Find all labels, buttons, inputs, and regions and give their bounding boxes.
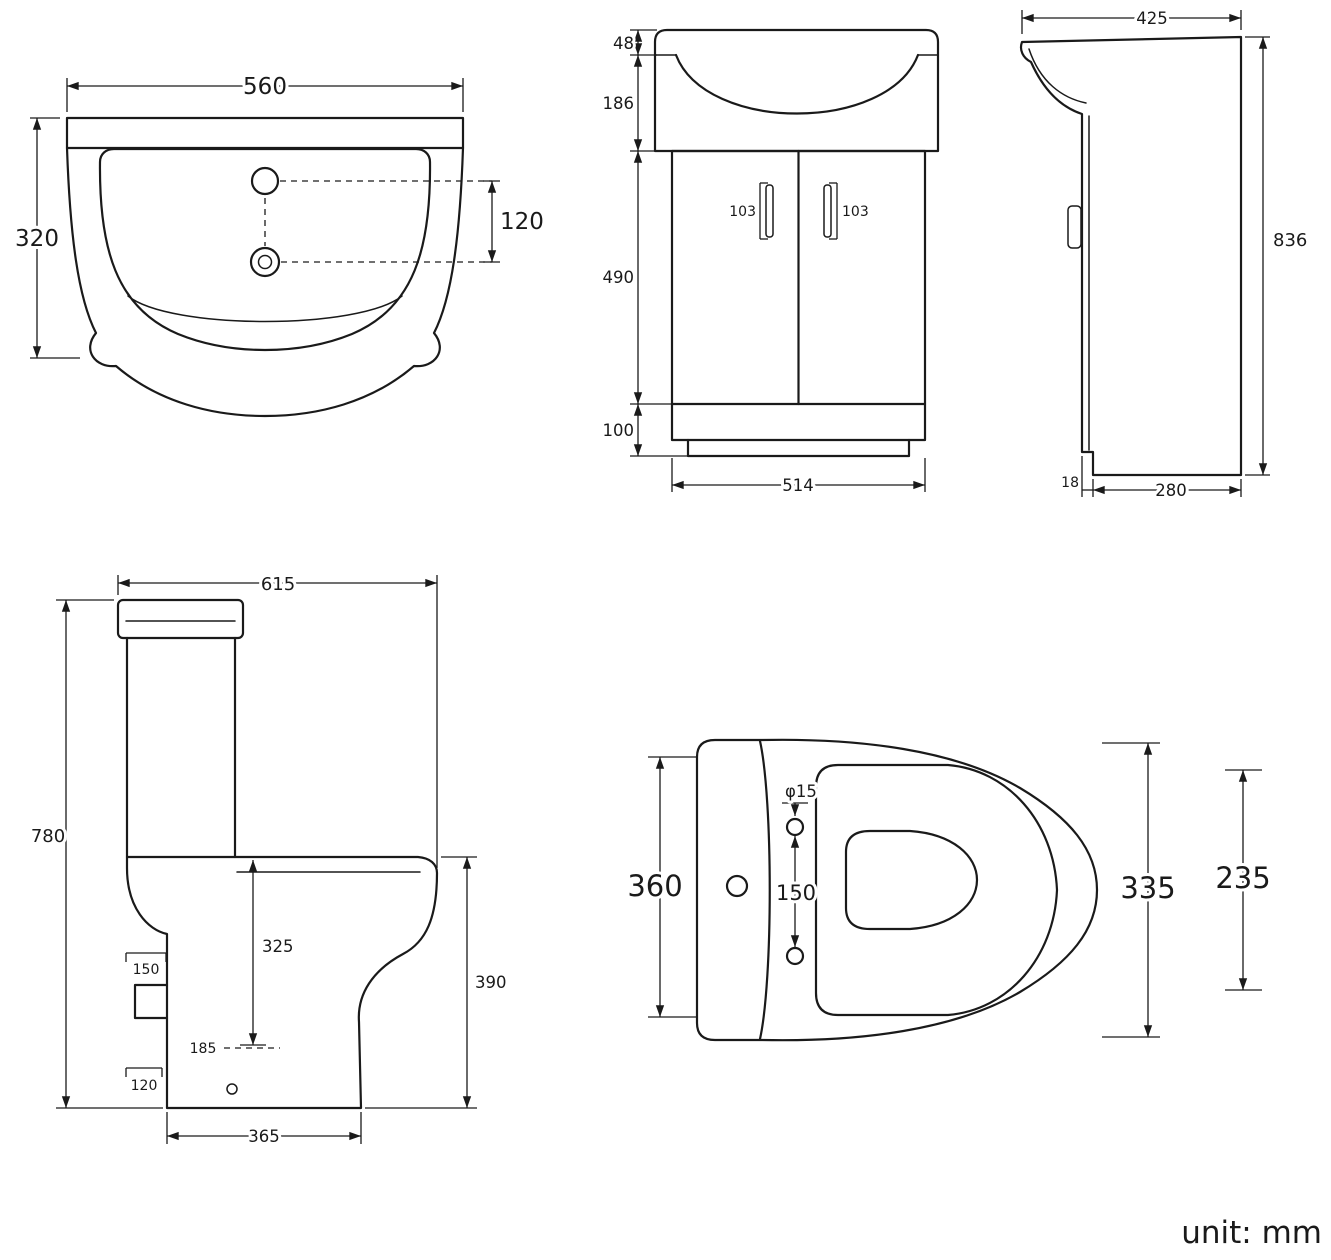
dim-cistern-width: 360 (624, 756, 697, 1018)
tank-joint-line (758, 739, 771, 1041)
basin-bowl-floor-curve (127, 295, 403, 323)
drain-hole (249, 246, 281, 278)
dim-basin-width-label: 560 (243, 74, 287, 100)
dim-toe-kick: 18 (1058, 456, 1093, 497)
dim-bowl-height-label: 390 (475, 973, 507, 992)
dim-base-depth: 280 (1092, 478, 1242, 503)
dim-outlet-offset: 120 (125, 1067, 163, 1097)
dim-cabinet-width: 514 (671, 458, 926, 498)
dim-outlet-offset-label: 120 (131, 1078, 158, 1094)
dim-toilet-depth-label: 615 (261, 574, 295, 595)
basin-inner-rim (98, 147, 432, 352)
fixing-hole (226, 1083, 238, 1095)
dim-basin-width: 560 (66, 71, 464, 112)
dim-toe-kick-label: 18 (1061, 475, 1079, 491)
outlet-pipe (133, 983, 169, 1020)
toilet-side-view: 615 780 325 185 390 150 (28, 571, 510, 1149)
dim-basin-height-label: 186 (603, 94, 635, 113)
dim-bowl-height: 390 (365, 856, 510, 1109)
dim-bowl-width: 335 (1102, 742, 1179, 1038)
dim-handle-left-label: 103 (729, 204, 756, 220)
dim-cistern-width-label: 360 (627, 869, 682, 903)
faucet-hole (250, 166, 280, 196)
basin-side-inner-rim (1028, 48, 1087, 104)
handle-side-profile (1067, 205, 1082, 249)
dim-toilet-height: 780 (28, 599, 163, 1109)
door-handle-left (765, 184, 774, 238)
dim-base-length-label: 365 (248, 1127, 280, 1146)
basin-centerlines (264, 180, 492, 263)
dim-outlet-center: 185 (187, 1038, 280, 1060)
dim-base-length: 365 (166, 1112, 362, 1149)
dim-outlet-width-label: 150 (133, 962, 160, 978)
dim-base-depth-label: 280 (1155, 481, 1187, 500)
drain-hole-inner (257, 254, 273, 270)
toilet-top-view: 360 φ15 150 335 235 (624, 738, 1274, 1042)
basin-bowl-curve (674, 53, 920, 115)
dim-bowl-width-label: 335 (1120, 871, 1175, 905)
dim-inner-height-label: 325 (262, 937, 294, 956)
dim-basin-depth-label: 320 (15, 226, 59, 252)
dim-rim-height-label: 48 (613, 34, 634, 53)
vanity-side-view: 425 836 18 280 (1019, 6, 1310, 503)
basin-ledge (65, 116, 465, 150)
cistern-lid (116, 598, 245, 640)
dim-plinth-height-label: 100 (603, 421, 635, 440)
dim-vanity-height-label: 836 (1273, 230, 1307, 251)
bowl-inner-outline (844, 829, 979, 931)
dim-hole-spacing: 150 (773, 836, 819, 947)
plinth (686, 438, 911, 458)
dim-outlet-width: 150 (125, 952, 167, 981)
dim-basin-hole-spacing: 120 (483, 180, 547, 263)
vanity-basin-front-outline (653, 28, 940, 153)
dim-vanity-depth-label: 425 (1136, 9, 1168, 28)
dim-hole-diameter: φ15 (782, 779, 820, 816)
dim-outlet-center-label: 185 (190, 1041, 217, 1057)
dim-toilet-depth: 615 (117, 571, 438, 868)
dim-hole-spacing-label: 150 (776, 881, 816, 905)
dim-vanity-depth: 425 (1021, 6, 1242, 34)
basin-outer-outline (65, 146, 465, 418)
seat-outline (814, 763, 1059, 1017)
dim-door-height-label: 490 (603, 268, 635, 287)
dim-vanity-heights: 48 186 490 100 (600, 29, 690, 457)
dim-vanity-height: 836 (1245, 36, 1310, 476)
dim-handle-right-label: 103 (842, 204, 869, 220)
dim-cabinet-width-label: 514 (782, 476, 814, 495)
dim-handle-left: 103 (726, 182, 768, 240)
dim-seat-width-label: 235 (1215, 861, 1270, 895)
vanity-front-view: 48 186 490 100 103 103 514 (600, 28, 940, 498)
dim-toilet-height-label: 780 (31, 826, 65, 847)
dim-inner-height: 325 (240, 860, 297, 1046)
dim-seat-width: 235 (1212, 769, 1274, 991)
toilet-top-outline (695, 738, 1099, 1042)
unit-label: unit: mm (1181, 1215, 1322, 1251)
dim-basin-hole-spacing-label: 120 (500, 209, 544, 235)
seat-fixing-hole-top (785, 817, 805, 837)
door-handle-right (823, 184, 832, 238)
supply-hole (725, 874, 749, 898)
dim-hole-diameter-label: φ15 (785, 782, 817, 801)
dim-basin-depth: 320 (12, 117, 80, 359)
seat-fixing-hole-bottom (785, 946, 805, 966)
toilet-body-outline (125, 855, 439, 1110)
vanity-side-outline (1019, 35, 1243, 477)
dim-handle-right: 103 (829, 182, 872, 240)
basin-top-view: 560 320 120 (12, 71, 547, 418)
